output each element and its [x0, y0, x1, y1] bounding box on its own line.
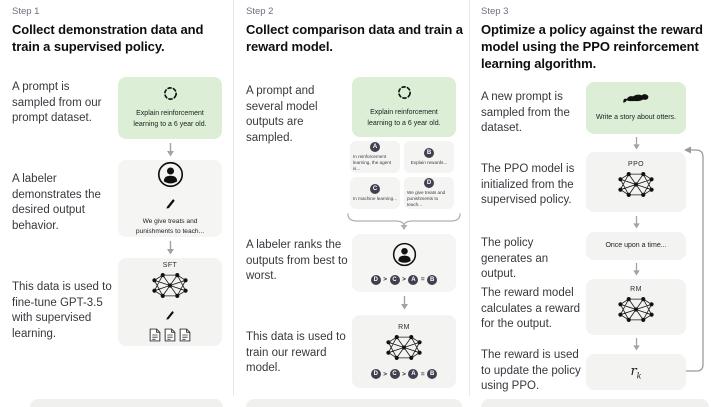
letter-badge: D [370, 369, 381, 379]
ppo-model-box: PPO [586, 152, 686, 212]
pen-icon [165, 196, 176, 214]
prompt-text: Write a story about otters. [595, 114, 676, 122]
step-2-title: Collect comparison data and train a rewa… [246, 22, 463, 55]
step-2-caption-rank: A labeler ranks the outputs from best to… [246, 239, 348, 283]
pen-icon [165, 307, 175, 325]
letter-badge: C [389, 274, 400, 285]
sample-cycle-icon [163, 86, 178, 106]
down-arrow-icon [633, 137, 640, 150]
brace-down-icon [347, 213, 461, 230]
step-3-column: Step 3 Optimize a policy against the rew… [481, 0, 708, 407]
down-arrow-icon [401, 296, 408, 310]
network-icon [617, 296, 655, 328]
rm-label: RM [630, 286, 642, 293]
step-1-caption-labeler: A labeler demonstrates the desired outpu… [12, 173, 101, 232]
sft-model-box: SFT [118, 258, 222, 346]
step-2-caption-train: This data is used to train our reward mo… [246, 331, 346, 375]
down-arrow-icon [167, 241, 174, 255]
column-divider [233, 0, 234, 396]
letter-badge: A [408, 274, 419, 285]
rank-separator: = [420, 370, 425, 378]
column-divider [469, 0, 470, 396]
ranking-d-c-a-b: D > C > A = B [370, 274, 438, 285]
labeler-icon [157, 161, 184, 193]
model-outputs-grid: A In reinforcement learning, the agent i… [350, 141, 458, 209]
reward-model-box: RM [586, 279, 686, 335]
rank-separator: = [420, 276, 425, 283]
down-arrow-icon [633, 216, 640, 229]
step-2-label: Step 2 [246, 6, 274, 17]
bottom-card-edge [481, 399, 709, 407]
bottom-card-edge [246, 399, 462, 407]
step-3-caption-output: The policy generates an output. [481, 237, 549, 281]
rm-label: RM [398, 324, 410, 331]
labeler-icon [392, 242, 417, 272]
step-1-caption-finetune: This data is used to fine-tune GPT-3.5 w… [12, 281, 112, 340]
letter-badge: C [370, 183, 380, 194]
letter-badge: B [427, 274, 438, 285]
letter-badge: D [370, 274, 381, 285]
output-box-b: B Explain rewards... [404, 141, 454, 173]
output-box-d: D We give treats and punishments to teac… [404, 177, 454, 209]
output-text: Explain rewards... [410, 159, 448, 165]
network-icon [617, 171, 655, 203]
letter-badge: A [408, 369, 419, 379]
step-1-label: Step 1 [12, 6, 40, 17]
reward-value: rk [630, 363, 642, 381]
sample-cycle-icon [397, 85, 412, 105]
documents-icon [149, 328, 191, 342]
reward-value-box: rk [586, 354, 686, 390]
down-arrow-icon [167, 143, 174, 157]
ranking-d-c-a-b: D > C > A = B [370, 369, 438, 379]
rank-separator: > [383, 276, 388, 283]
step-1-caption-prompt: A prompt is sampled from our prompt data… [12, 81, 102, 125]
letter-badge: B [424, 147, 434, 158]
generated-output-text: Once upon a time... [605, 241, 667, 249]
generated-output-box: Once upon a time... [586, 232, 686, 260]
network-icon [151, 272, 189, 304]
rank-separator: > [402, 370, 406, 378]
output-text: We give treats and punishments to teach.… [407, 189, 446, 208]
rank-separator: > [402, 276, 406, 283]
prompt-text: Explain reinforcement learning to a 6 ye… [367, 109, 441, 127]
step-3-caption-update: The reward is used to update the policy … [481, 349, 581, 393]
network-icon [385, 334, 423, 366]
labeler-demo-box: We give treats and punishments to teach.… [118, 160, 222, 237]
sft-label: SFT [162, 262, 178, 269]
step-2-column: Step 2 Collect comparison data and train… [246, 0, 468, 407]
labeler-demo-text: We give treats and punishments to teach.… [135, 217, 205, 235]
step-3-caption-init: The PPO model is initialized from the su… [481, 163, 575, 207]
ppo-label: PPO [628, 161, 644, 168]
prompt-box: Explain reinforcement learning to a 6 ye… [352, 77, 456, 137]
letter-badge: C [389, 369, 400, 379]
output-text: In reinforcement learning, the agent is.… [353, 153, 392, 172]
letter-badge: A [370, 141, 380, 152]
step-3-label: Step 3 [481, 6, 509, 17]
down-arrow-icon [633, 338, 640, 351]
output-text: In machine learning... [353, 195, 397, 201]
step-1-column: Step 1 Collect demonstration data and tr… [12, 0, 234, 407]
bottom-card-edge [30, 399, 223, 407]
letter-badge: B [427, 369, 438, 379]
rank-separator: > [383, 370, 388, 378]
prompt-text: Explain reinforcement learning to a 6 ye… [133, 110, 207, 128]
output-box-c: C In machine learning... [350, 177, 400, 209]
step-2-caption-sample: A prompt and several model outputs are s… [246, 85, 318, 144]
output-box-a: A In reinforcement learning, the agent i… [350, 141, 400, 173]
down-arrow-icon [633, 263, 640, 276]
reward-model-box: RM D > C > A = B [352, 315, 456, 388]
step-3-title: Optimize a policy against the reward mod… [481, 22, 703, 72]
loop-arrow-icon [684, 146, 704, 372]
labeler-rank-box: D > C > A = B [352, 234, 456, 292]
otter-icon [622, 92, 650, 110]
letter-badge: D [424, 177, 434, 188]
step-3-caption-reward: The reward model calculates a reward for… [481, 287, 581, 331]
prompt-box: Write a story about otters. [586, 82, 686, 134]
step-1-title: Collect demonstration data and train a s… [12, 22, 204, 55]
prompt-box: Explain reinforcement learning to a 6 ye… [118, 77, 222, 139]
step-3-caption-prompt: A new prompt is sampled from the dataset… [481, 91, 570, 135]
